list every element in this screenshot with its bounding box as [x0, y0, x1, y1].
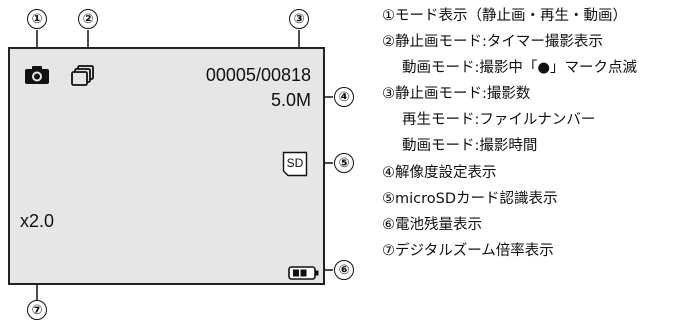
resolution-indicator: 5.0M: [270, 90, 311, 110]
callout-3: ③: [289, 9, 309, 29]
callout-4: ④: [334, 87, 354, 107]
callout-7: ⑦: [27, 300, 47, 320]
legend-item: ③静止画モード:撮影数: [382, 86, 531, 103]
sd-card-icon: SD: [282, 151, 308, 177]
legend-item: ⑦デジタルズーム倍率表示: [382, 242, 554, 259]
callout-1: ①: [27, 9, 47, 29]
legend-item: ⑥電池残量表示: [382, 216, 482, 233]
legend-item: ④解像度設定表示: [382, 164, 497, 181]
legend-list: ①モード表示（静止画・再生・動画） ②静止画モード:タイマー撮影表示動画モード:撮…: [382, 3, 682, 264]
legend-item: 動画モード:撮影時間: [402, 138, 538, 155]
lcd-screen: 00005/00818 5.0M SD x2.0: [8, 47, 325, 285]
shot-counter: 00005/00818: [205, 65, 311, 85]
legend-item: ①モード表示（静止画・再生・動画）: [382, 8, 627, 24]
burst-frames-icon: [71, 65, 95, 87]
legend-item: 動画モード:撮影中「●」マーク点滅: [402, 60, 638, 77]
callout-2: ②: [78, 9, 98, 29]
sd-card-label: SD: [286, 156, 304, 170]
battery-icon: [288, 265, 320, 280]
zoom-indicator: x2.0: [20, 211, 55, 231]
camera-icon: [24, 65, 50, 85]
legend-item: ②静止画モード:タイマー撮影表示: [382, 34, 603, 51]
legend-item: 再生モード:ファイルナンバー: [402, 112, 596, 129]
callout-5: ⑤: [334, 153, 354, 173]
callout-6: ⑥: [334, 260, 354, 280]
legend-item: ⑤microSDカード認識表示: [382, 190, 558, 207]
